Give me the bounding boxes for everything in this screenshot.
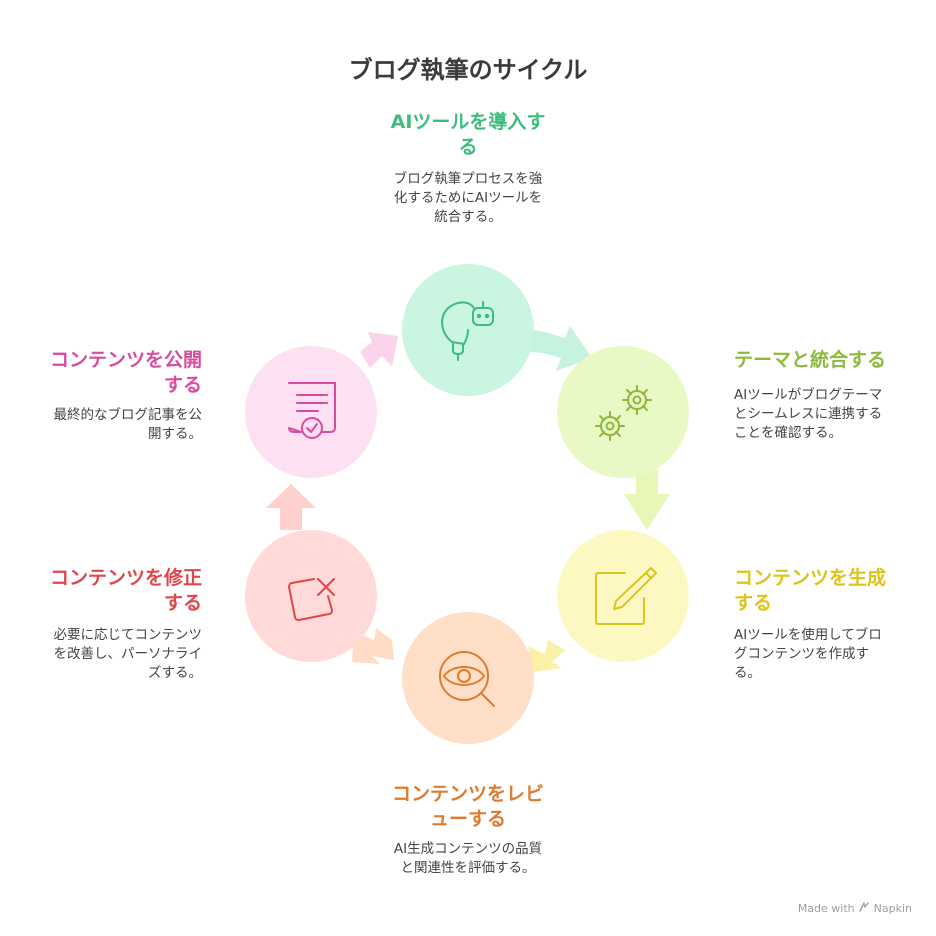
step-desc-revise-content: 必要に応じてコンテンツ を改善し、パーソナライ ズする。 [53, 627, 203, 681]
step-circle-right-lower [557, 530, 689, 662]
napkin-brand-label: Napkin [873, 902, 912, 915]
step-desc-integrate-theme: AIツールがブログテーマ とシームレスに連携する ことを確認する。 [734, 387, 883, 441]
lightbulb-robot-icon [441, 301, 494, 361]
gears-icon [595, 385, 652, 441]
step-title-publish-content: コンテンツを公開 する [49, 349, 202, 396]
step-title-add-ai-tools: AIツールを導入す る [390, 111, 546, 158]
arrow-left-upper-to-top [360, 332, 398, 368]
step-circle-left-lower [245, 530, 377, 662]
arrow-right-lower-to-bottom [528, 640, 565, 672]
made-with-label: Made with [797, 902, 855, 915]
step-title-revise-content: コンテンツを修正 する [49, 567, 202, 614]
edit-pencil-icon [595, 567, 657, 625]
step-circle-right-upper [557, 346, 689, 478]
step-circle-bottom [402, 612, 534, 744]
step-desc-publish-content: 最終的なブログ記事を公 開する。 [53, 407, 203, 442]
step-desc-generate-content: AIツールを使用してブロ グコンテンツを作成す る。 [734, 627, 882, 681]
step-title-generate-content: コンテンツを生成 する [734, 567, 887, 614]
made-with-napkin-badge[interactable]: Made with Napkin [798, 901, 912, 916]
step-desc-add-ai-tools: ブログ執筆プロセスを強 化するためにAIツールを 統合する。 [393, 171, 543, 225]
step-title-integrate-theme: テーマと統合する [734, 349, 887, 371]
arrow-left-lower-to-left-upper [266, 484, 316, 530]
step-title-review-content: コンテンツをレビ ューする [391, 783, 544, 830]
document-check-icon [288, 382, 336, 439]
eye-magnifier-icon [439, 651, 495, 707]
napkin-logo-icon [858, 902, 874, 916]
page-title: ブログ執筆のサイクル [348, 56, 588, 84]
close-box-icon [288, 578, 335, 621]
arrow-right-to-right-lower [624, 470, 670, 530]
step-desc-review-content: AI生成コンテンツの品質 と関連性を評価する。 [393, 841, 543, 876]
